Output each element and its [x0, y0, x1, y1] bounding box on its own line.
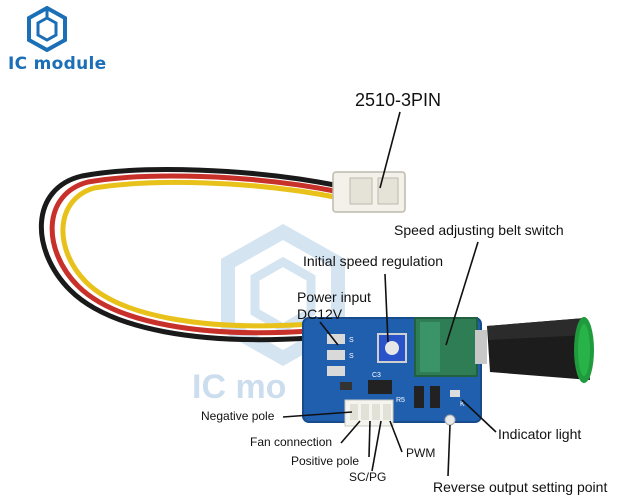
watermark-text: IC mo: [192, 368, 286, 406]
label-connector: 2510-3PIN: [355, 90, 442, 110]
board-mark-s2: S: [349, 353, 354, 360]
label-negative-pole: Negative pole: [201, 409, 275, 423]
fan-cable: [39, 167, 343, 343]
board-mark-r: R5: [396, 397, 405, 404]
brand-name: IC module: [8, 54, 107, 74]
board-mark-cap: C3: [372, 372, 381, 379]
label-belt-switch: Speed adjusting belt switch: [394, 222, 564, 238]
callout-lines: [282, 111, 497, 477]
label-pwm: PWM: [406, 446, 436, 460]
speed-potentiometer: [414, 317, 594, 383]
label-sc-pg: SC/PG: [349, 470, 387, 484]
label-initial-speed: Initial speed regulation: [303, 253, 444, 269]
label-fan-connection: Fan connection: [250, 435, 333, 449]
label-power-voltage: DC12V: [297, 306, 343, 322]
connector-2510: [332, 171, 406, 213]
label-power-input: Power input: [297, 289, 371, 305]
board-mark-k: K: [460, 401, 465, 408]
watermark-hex: [221, 223, 345, 367]
hexagon-logo-icon: [27, 6, 67, 52]
label-indicator: Indicator light: [498, 426, 582, 442]
label-reverse-output: Reverse output setting point: [433, 479, 608, 495]
label-positive-pole: Positive pole: [291, 454, 360, 468]
board-mark-s1: S: [349, 337, 354, 344]
